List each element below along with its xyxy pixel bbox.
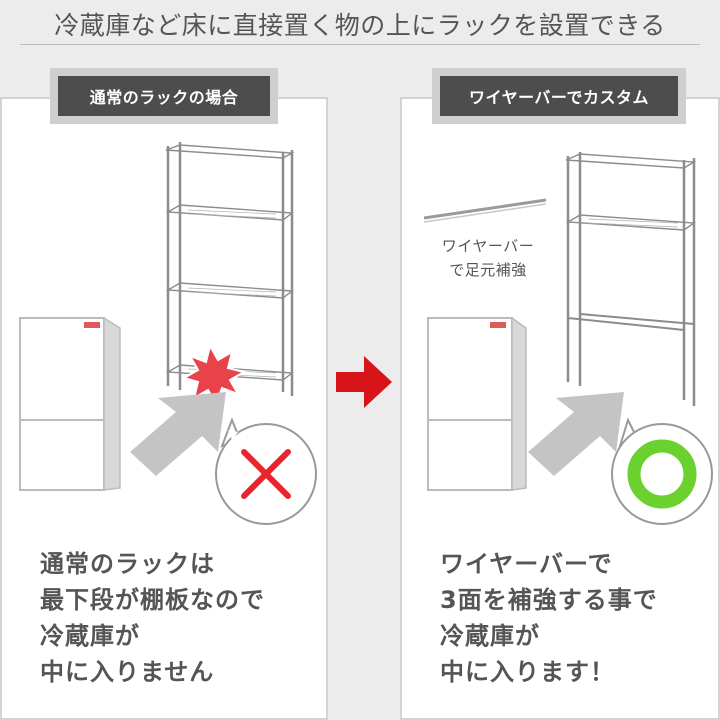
label-normal-rack-text: 通常のラックの場合 [58, 76, 270, 116]
caption-line: 冷蔵庫が [40, 622, 140, 650]
caption-normal-rack: 通常のラックは 最下段が棚板なので 冷蔵庫が 中に入りません [40, 546, 265, 690]
label-custom-rack-text: ワイヤーバーでカスタム [440, 76, 678, 116]
wire-bar-caption-line: で足元補強 [449, 261, 527, 279]
wire-bar-illustration [423, 198, 547, 223]
caption-line: 中に入ります！ [440, 658, 615, 686]
caption-custom-rack: ワイヤーバーで 3面を補強する事で 冷蔵庫が 中に入ります！ [440, 546, 658, 690]
label-custom-rack: ワイヤーバーでカスタム [432, 68, 686, 124]
wire-bar-caption: ワイヤーバー で足元補強 [428, 234, 548, 282]
caption-line: 3面を補強する事で [440, 586, 658, 614]
transition-arrow-icon [336, 356, 392, 408]
wire-bar-caption-line: ワイヤーバー [441, 237, 535, 255]
push-arrow-right-icon [528, 392, 624, 476]
fridge-right-illustration [427, 316, 527, 491]
headline-divider [20, 44, 700, 45]
panel-custom-rack [400, 97, 720, 720]
cross-icon [241, 449, 291, 499]
circle-ok-icon [627, 439, 697, 509]
caption-line: ワイヤーバーで [440, 550, 613, 578]
caption-line: 中に入りません [40, 658, 215, 686]
caption-line: 冷蔵庫が [440, 622, 540, 650]
push-arrow-left-icon [130, 392, 226, 476]
fridge-left-illustration [19, 316, 121, 491]
custom-rack-illustration [565, 152, 697, 406]
label-normal-rack: 通常のラックの場合 [50, 68, 278, 124]
caption-line: 最下段が棚板なので [40, 586, 265, 614]
headline: 冷蔵庫など床に直接置く物の上にラックを設置できる [54, 11, 666, 40]
caption-line: 通常のラックは [40, 550, 215, 578]
result-bubble-right [611, 417, 713, 525]
